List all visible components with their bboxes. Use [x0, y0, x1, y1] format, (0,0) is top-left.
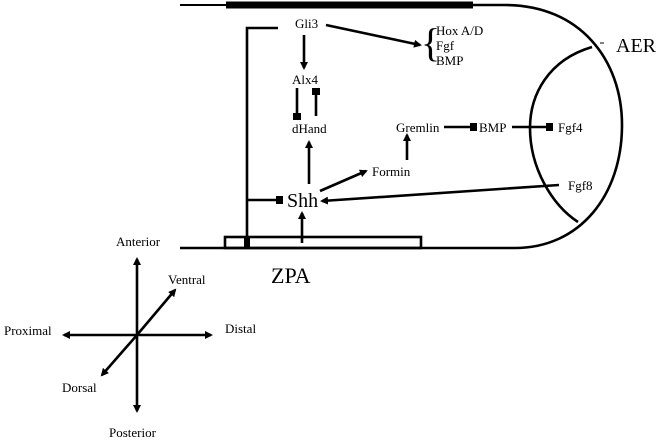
region-aer: AER	[616, 35, 657, 57]
axis-dorsal: Dorsal	[62, 380, 97, 395]
gene-gremlin: Gremlin	[396, 120, 440, 135]
gene-shh: Shh	[287, 190, 318, 212]
axis-proximal: Proximal	[4, 323, 52, 338]
gene-alx4: Alx4	[292, 72, 319, 87]
brace: {	[421, 20, 440, 65]
gli3-shh-inhibition	[244, 26, 283, 247]
axis-ventral: Ventral	[168, 272, 206, 287]
gene-fgf4: Fgf4	[558, 120, 583, 135]
axis-posterior: Posterior	[109, 425, 157, 440]
axis-distal: Distal	[225, 321, 256, 336]
gli3-to-targets-arrow	[325, 23, 422, 48]
inhibition-bar	[470, 123, 477, 131]
limb-outer-contour	[180, 3, 624, 250]
region-zpa: ZPA	[271, 263, 311, 288]
gene-formin: Formin	[372, 164, 411, 179]
gene-gli3: Gli3	[295, 16, 318, 31]
zpa-region	[223, 235, 423, 250]
fgf8-to-shh-arrow	[320, 183, 560, 205]
inhibition-bar	[546, 123, 553, 131]
shh-to-formin-arrow	[319, 169, 368, 193]
gene-fgf8: Fgf8	[568, 178, 593, 193]
axis-anterior: Anterior	[116, 234, 161, 249]
target-bmp: BMP	[436, 53, 463, 68]
inhibition-bar	[293, 113, 301, 120]
gene-dhand: dHand	[292, 121, 327, 136]
target-hox: Hox A/D	[436, 23, 483, 38]
target-fgf: Fgf	[436, 38, 455, 53]
gene-bmp: BMP	[479, 120, 506, 135]
axis-compass	[62, 257, 213, 413]
inhibition-bar	[312, 88, 320, 95]
